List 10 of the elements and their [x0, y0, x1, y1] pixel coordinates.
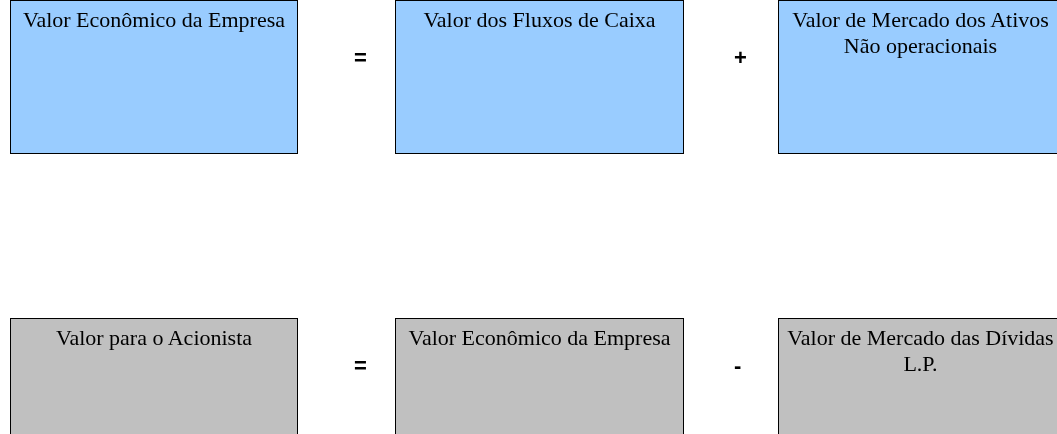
value-box: Valor de Mercado das Dívidas L.P.: [778, 318, 1057, 434]
value-box: Valor de Mercado dos Ativos Não operacionais: [778, 0, 1057, 154]
operator-sign: =: [354, 46, 367, 70]
operator-sign: =: [354, 354, 367, 378]
operator-sign: -: [734, 354, 742, 378]
operator-sign: +: [734, 46, 747, 70]
value-box: Valor para o Acionista: [10, 318, 298, 434]
value-box: Valor Econômico da Empresa: [395, 318, 684, 434]
value-box: Valor dos Fluxos de Caixa: [395, 0, 684, 154]
value-box: Valor Econômico da Empresa: [10, 0, 298, 154]
